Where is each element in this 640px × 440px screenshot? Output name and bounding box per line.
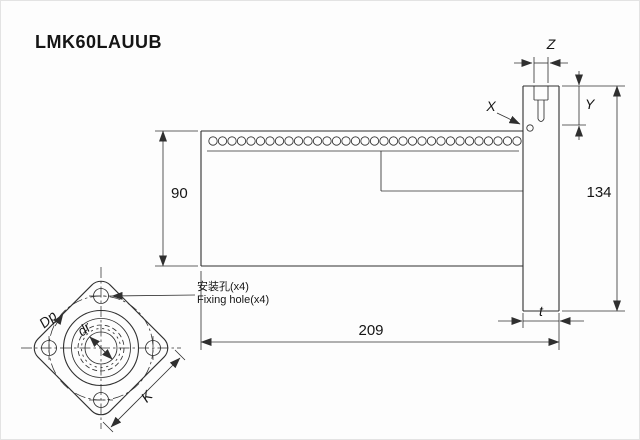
ball — [502, 136, 513, 146]
ball — [265, 136, 275, 146]
dim-134: 134 — [562, 85, 625, 312]
flange-outline — [522, 85, 560, 312]
ball — [208, 136, 218, 146]
ball — [379, 136, 389, 146]
sleeve-circle — [71, 318, 131, 378]
dim-y: Y — [562, 71, 596, 140]
ball — [227, 136, 237, 146]
side-view — [200, 85, 560, 312]
ball — [474, 136, 484, 146]
bore-circle — [84, 331, 118, 365]
ball-pitch-circle — [77, 324, 125, 372]
dim-90-label: 90 — [171, 185, 188, 202]
ball — [350, 136, 361, 146]
dim-dr-leader — [89, 336, 113, 360]
dim-x-label: X — [485, 98, 496, 114]
dim-k: K — [102, 349, 186, 433]
ball — [255, 136, 266, 146]
dim-x: X — [485, 98, 521, 125]
ball — [369, 136, 380, 146]
body-outline — [200, 130, 523, 267]
ball — [274, 136, 285, 146]
ball — [464, 136, 475, 146]
ball — [388, 136, 399, 146]
ball — [426, 136, 437, 146]
seal-ball-detail — [526, 124, 534, 132]
ball — [398, 136, 408, 146]
oil-hole-detail — [533, 86, 549, 122]
inner-sleeve-line — [380, 151, 523, 192]
ball — [493, 136, 503, 146]
dim-dp-label: Dp — [36, 307, 60, 331]
note-en: Fixing hole(x4) — [197, 294, 269, 306]
seal-circle — [81, 328, 121, 368]
ball — [417, 136, 427, 146]
ball — [284, 136, 294, 146]
outer-ring-circle — [62, 309, 140, 387]
ball — [407, 136, 418, 146]
ball — [217, 136, 228, 146]
dim-t-label: t — [539, 303, 544, 319]
ball — [445, 136, 456, 146]
pitch-circle — [48, 295, 154, 401]
ball-row — [208, 136, 522, 146]
dim-209: 209 — [200, 271, 560, 350]
ball — [455, 136, 465, 146]
ball — [322, 136, 332, 146]
front-view: dr Dp K — [21, 267, 186, 433]
note-leader — [111, 291, 196, 300]
ball — [360, 136, 370, 146]
ball — [293, 136, 304, 146]
dim-z-label: Z — [546, 36, 556, 52]
dim-k-label: K — [138, 387, 156, 405]
dimensions: 90 134 209 t Z — [155, 36, 625, 350]
dim-t: t — [498, 303, 584, 328]
ball — [236, 136, 247, 146]
dim-dp-leader — [53, 313, 64, 327]
dim-dr-label: dr — [74, 318, 95, 339]
ball — [246, 136, 256, 146]
ball — [436, 136, 446, 146]
fixing-hole-note: 安装孔(x4) Fixing hole(x4) — [111, 279, 269, 306]
ball — [512, 136, 522, 146]
part-number-title: LMK60LAUUB — [35, 32, 162, 52]
dim-z: Z — [514, 36, 568, 83]
ball — [303, 136, 313, 146]
dim-134-label: 134 — [586, 184, 611, 201]
ball — [341, 136, 351, 146]
dim-90: 90 — [155, 130, 198, 267]
dim-y-label: Y — [585, 96, 596, 112]
ball — [331, 136, 342, 146]
dim-209-label: 209 — [358, 322, 383, 339]
ball — [483, 136, 494, 146]
note-cn: 安装孔(x4) — [197, 279, 249, 293]
ball — [312, 136, 323, 146]
